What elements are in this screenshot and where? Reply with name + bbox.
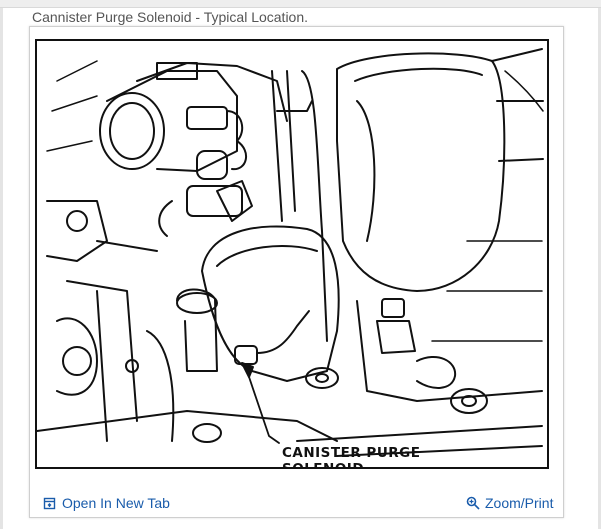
callout-line-2: SOLENOID — [282, 461, 365, 469]
callout-label: CANISTER PURGE SOLENOID — [282, 445, 421, 469]
open-in-new-tab-label: Open In New Tab — [62, 495, 170, 511]
magnifier-icon — [466, 496, 480, 510]
figure-panel: CANISTER PURGE SOLENOID Open In New Tab … — [29, 26, 564, 518]
left-edge — [0, 8, 3, 529]
top-bar — [0, 0, 601, 8]
engine-diagram: CANISTER PURGE SOLENOID — [35, 39, 549, 469]
zoom-print-link[interactable]: Zoom/Print — [466, 495, 553, 511]
open-in-new-tab-link[interactable]: Open In New Tab — [43, 495, 170, 511]
figure-caption: Cannister Purge Solenoid - Typical Locat… — [32, 9, 309, 25]
open-new-tab-icon — [43, 496, 57, 510]
engine-line-drawing — [37, 48, 544, 457]
zoom-print-label: Zoom/Print — [485, 495, 554, 511]
callout-line-1: CANISTER PURGE — [282, 445, 421, 461]
right-edge — [598, 8, 601, 529]
